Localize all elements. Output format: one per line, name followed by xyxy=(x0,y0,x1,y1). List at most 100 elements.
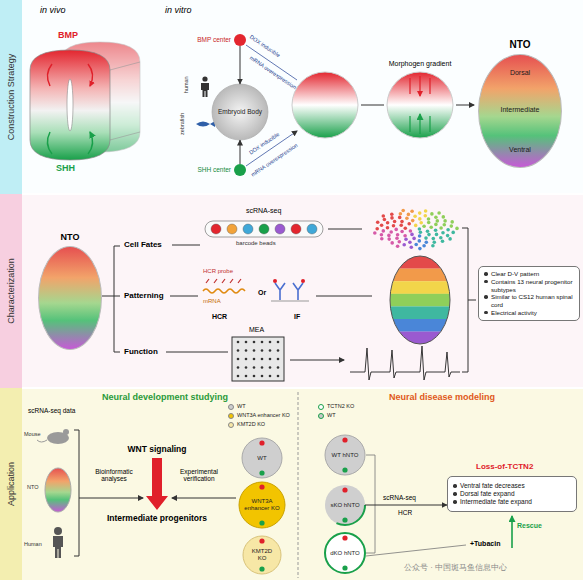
drawing-path xyxy=(47,64,92,86)
text-label: Or xyxy=(258,289,266,297)
drawing-circle xyxy=(450,220,454,224)
bullet-text: Clear D-V pattern xyxy=(483,270,575,278)
bullet-dot xyxy=(484,311,488,315)
drawing-circle xyxy=(427,221,431,225)
connector-arrow xyxy=(240,46,241,84)
drawing-circle xyxy=(434,223,438,227)
drawing-circle xyxy=(259,484,264,489)
drawing-circle xyxy=(382,214,386,218)
text-label: Human xyxy=(24,541,42,547)
drawing-circle xyxy=(424,236,428,240)
species-icons xyxy=(196,76,215,127)
organoid-circle: WT xyxy=(242,438,282,478)
circle-label: dKO hNTO xyxy=(326,550,364,557)
drawing-circle xyxy=(259,538,264,543)
drawing-circle xyxy=(382,229,386,233)
drawing-circle xyxy=(237,349,240,352)
organoid-circle: sKO hNTO xyxy=(325,485,365,525)
drawing-circle xyxy=(342,487,347,492)
drawing-circle xyxy=(437,211,441,215)
neural-tube xyxy=(30,42,140,160)
text-label: Intermediate progenitors xyxy=(95,514,219,524)
drawing-circle xyxy=(291,224,301,234)
text-label: mRNA xyxy=(203,298,221,305)
drawing-circle xyxy=(419,231,423,235)
drawing-circle xyxy=(342,565,347,570)
drawing-circle xyxy=(434,216,438,220)
text-label: scRNA-seq xyxy=(246,207,281,215)
drawing-circle xyxy=(275,224,285,234)
drawing-circle xyxy=(439,226,443,230)
drawing-circle xyxy=(325,435,365,475)
text-label: Experimental verification xyxy=(170,468,228,483)
drawing-circle xyxy=(414,224,418,228)
drawing-circle xyxy=(211,224,221,234)
drawing-circle xyxy=(439,236,443,240)
drawing-circle xyxy=(373,231,377,235)
oval-heading: NTO xyxy=(38,230,102,244)
bullet-dot xyxy=(484,280,488,284)
drawing-circle xyxy=(342,535,347,540)
legend-text: KMT2D KO xyxy=(237,421,265,428)
text-label: Loss-of-TCTN2 xyxy=(476,462,533,471)
drawing-rect xyxy=(390,281,450,294)
drawing-rect xyxy=(390,269,450,282)
drawing-circle xyxy=(237,366,240,369)
drawing-path xyxy=(172,498,236,499)
drawing-ellipse xyxy=(390,256,450,344)
drawing-circle xyxy=(245,375,248,378)
drawing-circle xyxy=(380,237,384,241)
organoid-circle: Embryoid Body xyxy=(212,84,268,140)
band-title: Application xyxy=(6,462,16,506)
legend-swatch xyxy=(318,413,324,419)
drawing-circle xyxy=(407,213,411,217)
legend-text: WT xyxy=(237,403,246,410)
drawing-circle xyxy=(435,233,439,237)
drawing-circle xyxy=(442,215,446,219)
drawing-circle xyxy=(422,224,426,228)
drawing-circle xyxy=(237,341,240,344)
drawing-circle xyxy=(237,358,240,361)
text-label: barcode beads xyxy=(236,240,276,247)
drawing-circle xyxy=(277,341,280,344)
drawing-circle xyxy=(422,244,426,248)
drawing-circle xyxy=(446,228,450,232)
region-label: Dorsal xyxy=(479,69,561,77)
drawing-circle xyxy=(387,234,391,238)
drawing-circle xyxy=(212,84,268,140)
drawing-circle xyxy=(427,217,431,221)
text-label: Mouse xyxy=(24,431,41,437)
drawing-circle xyxy=(402,243,406,247)
signal-center: SHH center xyxy=(160,163,246,177)
drawing-circle xyxy=(325,485,365,525)
drawing-circle xyxy=(376,221,380,225)
drawing-circle xyxy=(389,230,393,234)
legend-text: WNT3A enhancer KO xyxy=(237,412,290,419)
drawing-circle xyxy=(403,234,407,238)
drawing-circle xyxy=(386,226,390,230)
text-label: Bioinformatic analyses xyxy=(86,468,142,483)
text-label: WNT signaling xyxy=(110,445,204,455)
oval-shape xyxy=(38,246,102,350)
drawing-circle xyxy=(450,224,454,228)
drawing-circle xyxy=(427,233,431,237)
bullet-text: Dorsal fate expand xyxy=(452,490,572,498)
drawing-circle xyxy=(400,230,404,234)
drawing-circle xyxy=(405,217,409,221)
drawing-path xyxy=(201,83,209,97)
bullet-dot xyxy=(453,484,457,488)
drawing-circle xyxy=(436,219,440,223)
drawing-rect xyxy=(232,337,284,381)
bullet-text: Similar to CS12 human spinal cord xyxy=(483,293,575,309)
drawing-circle xyxy=(399,212,403,216)
organoid-circle: WT hNTO xyxy=(325,435,365,475)
drawing-circle xyxy=(259,566,264,571)
drawing-circle xyxy=(301,279,305,283)
drawing-g xyxy=(373,209,459,251)
drawing-circle xyxy=(418,227,422,231)
drawing-circle xyxy=(408,241,412,245)
drawing-circle xyxy=(237,375,240,378)
drawing-rect xyxy=(390,306,450,319)
text-label: HCR xyxy=(212,313,227,321)
